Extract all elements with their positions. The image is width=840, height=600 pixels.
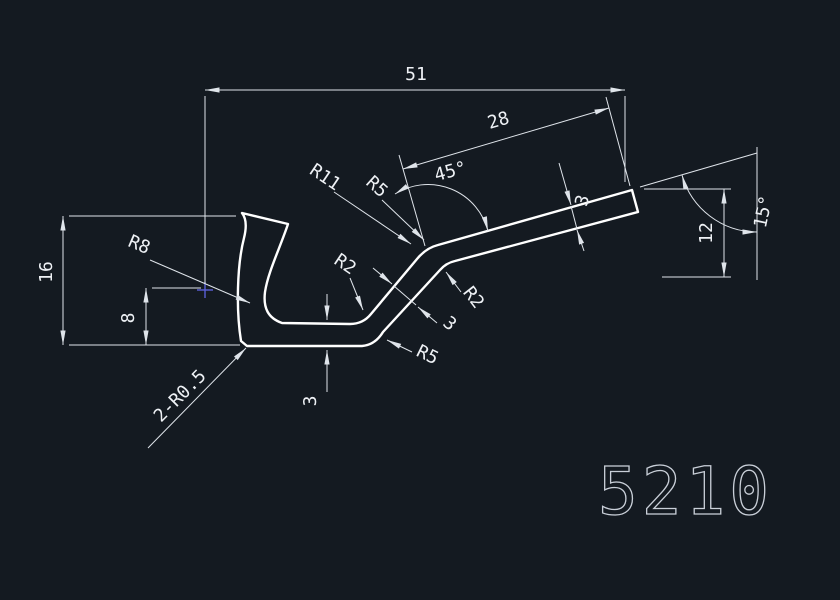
dim-line (402, 107, 610, 170)
angle-arc (394, 184, 489, 232)
dim-line (570, 205, 578, 230)
label-radius-bend-inner: R5 (362, 172, 425, 241)
label-tip-radius-value: 2-R0.5 (150, 366, 211, 427)
dim-strip-angle: 15° (639, 147, 777, 280)
center-point-marker (197, 282, 213, 298)
angle-arc (681, 174, 758, 235)
label-radius-fillet-bottom: R5 (386, 339, 442, 369)
leader-line (147, 347, 247, 449)
label-radius-fillet-bottom-value: R5 (413, 341, 442, 369)
part-number: 5210 (598, 453, 773, 530)
dim-line (558, 162, 572, 206)
dim-strip-thickness-value: 3 (571, 193, 594, 209)
label-radius-fillet-inner-bend: R2 (445, 271, 488, 313)
dim-line (576, 229, 585, 252)
dim-flange-thickness: 3 (300, 294, 330, 407)
leader-line (349, 277, 364, 311)
dim-strip-angle-value: 15° (750, 194, 777, 230)
dim-center-height: 8 (118, 287, 201, 345)
profile-outline (236, 188, 640, 348)
dim-end-height: 12 (644, 188, 731, 278)
dim-flange-thickness-value: 3 (300, 396, 321, 407)
dim-bend-angle: 45° (394, 157, 489, 232)
label-radius-fillet-inner-bend-value: R2 (458, 283, 488, 313)
dim-end-height-value: 12 (696, 222, 717, 244)
dim-center-height-value: 8 (118, 313, 139, 324)
dim-bend-angle-value: 45° (432, 157, 469, 186)
dim-total-width: 51 (204, 64, 626, 284)
dim-strip-thickness: 3 (558, 162, 594, 252)
dim-line (372, 267, 393, 285)
label-radius-bend-outer-value: R11 (306, 160, 345, 196)
leader-line (445, 271, 462, 293)
leader-line (333, 191, 412, 245)
label-radius-hook: R8 (125, 231, 251, 304)
ext-line (605, 96, 631, 187)
dim-diag-thickness: 3 (372, 267, 461, 335)
ext-line (639, 152, 758, 188)
dim-hook-height-value: 16 (36, 261, 57, 283)
label-radius-bend-inner-value: R5 (362, 172, 392, 202)
dim-hook-height: 16 (36, 215, 240, 346)
dim-total-width-value: 51 (405, 64, 427, 85)
leader-line (149, 259, 251, 304)
label-radius-hook-value: R8 (125, 231, 153, 259)
label-tip-radius: 2-R0.5 (147, 347, 247, 449)
dim-diag-thickness-value: 3 (439, 312, 461, 335)
dim-line (417, 306, 438, 324)
label-radius-fillet-inner-top: R2 (330, 250, 364, 311)
label-radius-fillet-inner-top-value: R2 (330, 250, 360, 280)
dim-line (393, 285, 417, 306)
leader-line (381, 199, 425, 241)
dim-incline-length-value: 28 (485, 108, 512, 134)
label-radius-bend-outer: R11 (306, 160, 412, 245)
leader-line (386, 339, 413, 353)
